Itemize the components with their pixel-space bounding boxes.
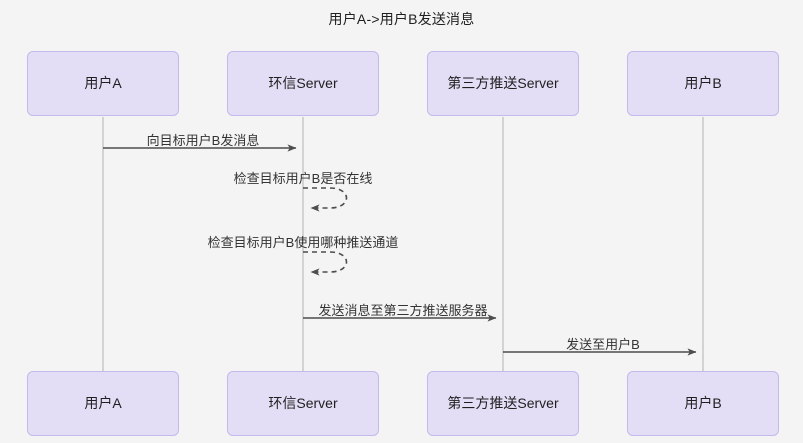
message-label-2: 检查目标用户B是否在线: [233, 171, 373, 186]
participant-box-bottom-third-party-push-server[interactable]: 第三方推送Server: [427, 371, 579, 436]
participant-label: 用户B: [684, 75, 722, 92]
participant-box-bottom-easemob-server[interactable]: 环信Server: [227, 371, 379, 436]
message-selfloop-2: [303, 187, 348, 212]
participant-box-bottom-user-b[interactable]: 用户B: [627, 371, 779, 436]
participant-label: 用户A: [84, 395, 122, 412]
participant-label: 环信Server: [268, 395, 338, 412]
participant-box-top-user-b[interactable]: 用户B: [627, 51, 779, 116]
message-label-1: 向目标用户B发消息: [146, 133, 260, 148]
message-label-3: 检查目标用户B使用哪种推送通道: [207, 235, 399, 250]
participant-label: 环信Server: [268, 75, 338, 92]
participant-label: 第三方推送Server: [447, 75, 559, 92]
participant-box-top-easemob-server[interactable]: 环信Server: [227, 51, 379, 116]
message-label-5: 发送至用户B: [566, 337, 640, 352]
participant-label: 用户B: [684, 395, 722, 412]
participant-label: 第三方推送Server: [447, 395, 559, 412]
participant-box-top-third-party-push-server[interactable]: 第三方推送Server: [427, 51, 579, 116]
message-label-4: 发送消息至第三方推送服务器: [318, 303, 488, 318]
participant-box-bottom-user-a[interactable]: 用户A: [27, 371, 179, 436]
participant-box-top-user-a[interactable]: 用户A: [27, 51, 179, 116]
diagram-title: 用户A->用户B发送消息: [328, 11, 475, 27]
participant-label: 用户A: [84, 75, 122, 92]
lifelines: [102, 117, 704, 371]
message-selfloop-3: [303, 251, 348, 276]
